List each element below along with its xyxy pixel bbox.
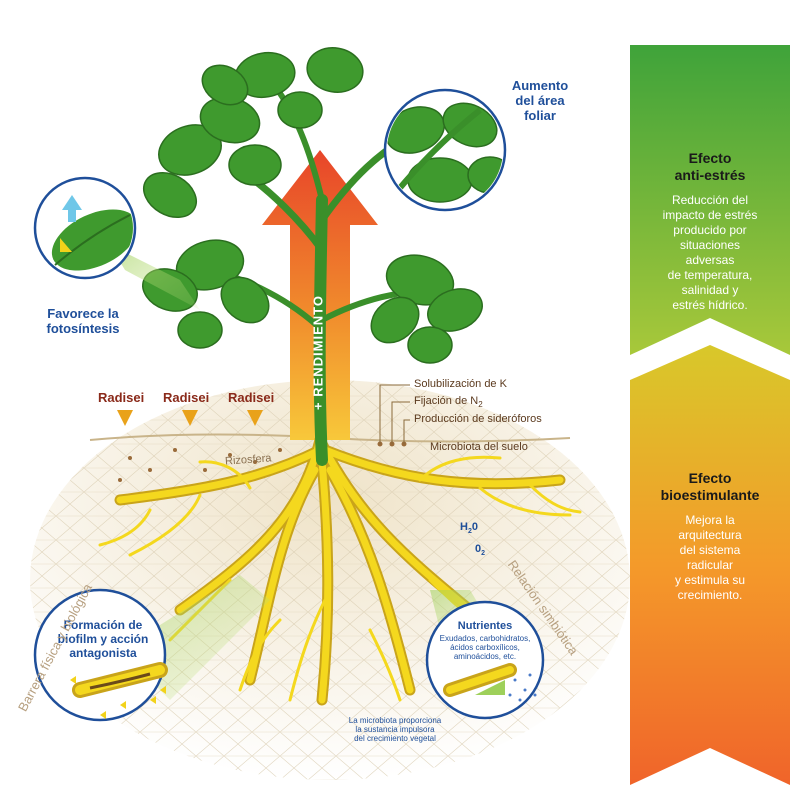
leaf-area-magnifier xyxy=(383,88,507,212)
water-label: H20 xyxy=(460,521,478,535)
radisei-label-1: Radisei xyxy=(98,390,145,405)
nutrients-magnifier xyxy=(425,590,545,720)
plant-leaves xyxy=(142,47,483,364)
root-system xyxy=(98,434,582,706)
soil-microbiota-label: Microbiota del suelo xyxy=(430,441,528,453)
oxygen-label: 02 xyxy=(475,543,485,557)
biostimulant-panel-shape xyxy=(630,345,790,785)
water-h: H xyxy=(460,521,468,533)
callout-lines xyxy=(379,384,410,444)
potassium-label: Solubilización de K xyxy=(414,378,507,390)
yield-label: + RENDIMIENTO xyxy=(310,295,326,410)
photosynthesis-magnifier xyxy=(33,176,200,310)
anti-stress-text: Reducción del impacto de estrés producid… xyxy=(662,193,758,312)
radisei-label-2: Radisei xyxy=(163,390,210,405)
biostimulant-text: Mejora la arquitectura del sistema radic… xyxy=(674,513,746,602)
radisei-label-3: Radisei xyxy=(228,390,275,405)
nitrogen-subscript: 2 xyxy=(478,400,483,410)
biostimulant-title: Efecto bioestimulante xyxy=(660,470,760,503)
biofilm-magnifier xyxy=(33,575,270,722)
water-o: 0 xyxy=(471,521,478,533)
biofilm-label: Formación de biofilm y acción antagonist… xyxy=(57,618,149,660)
siderophores-label: Producción de sideróforos xyxy=(414,413,542,425)
radisei-drops xyxy=(117,410,263,426)
leaf-area-label: Aumento del área foliar xyxy=(511,78,569,123)
water-subscript: 2 xyxy=(467,528,472,536)
oxygen-text: 0 xyxy=(475,543,482,555)
nitrogen-label: Fijación de N2 xyxy=(414,395,483,409)
microbiota-note: La microbiota proporciona la sustancia i… xyxy=(348,716,442,743)
photosynthesis-label: Favorece la fotosíntesis xyxy=(46,306,120,336)
anti-stress-panel-shape xyxy=(630,45,790,355)
oxygen-subscript: 2 xyxy=(481,550,486,558)
nutrients-text: Exudados, carbohidratos, ácidos carboxíl… xyxy=(439,634,531,661)
nutrients-title: Nutrientes xyxy=(457,620,513,632)
nitrogen-text: Fijación de N xyxy=(414,395,479,407)
soil-particles xyxy=(118,441,407,482)
anti-stress-title: Efecto anti-estrés xyxy=(674,150,746,183)
